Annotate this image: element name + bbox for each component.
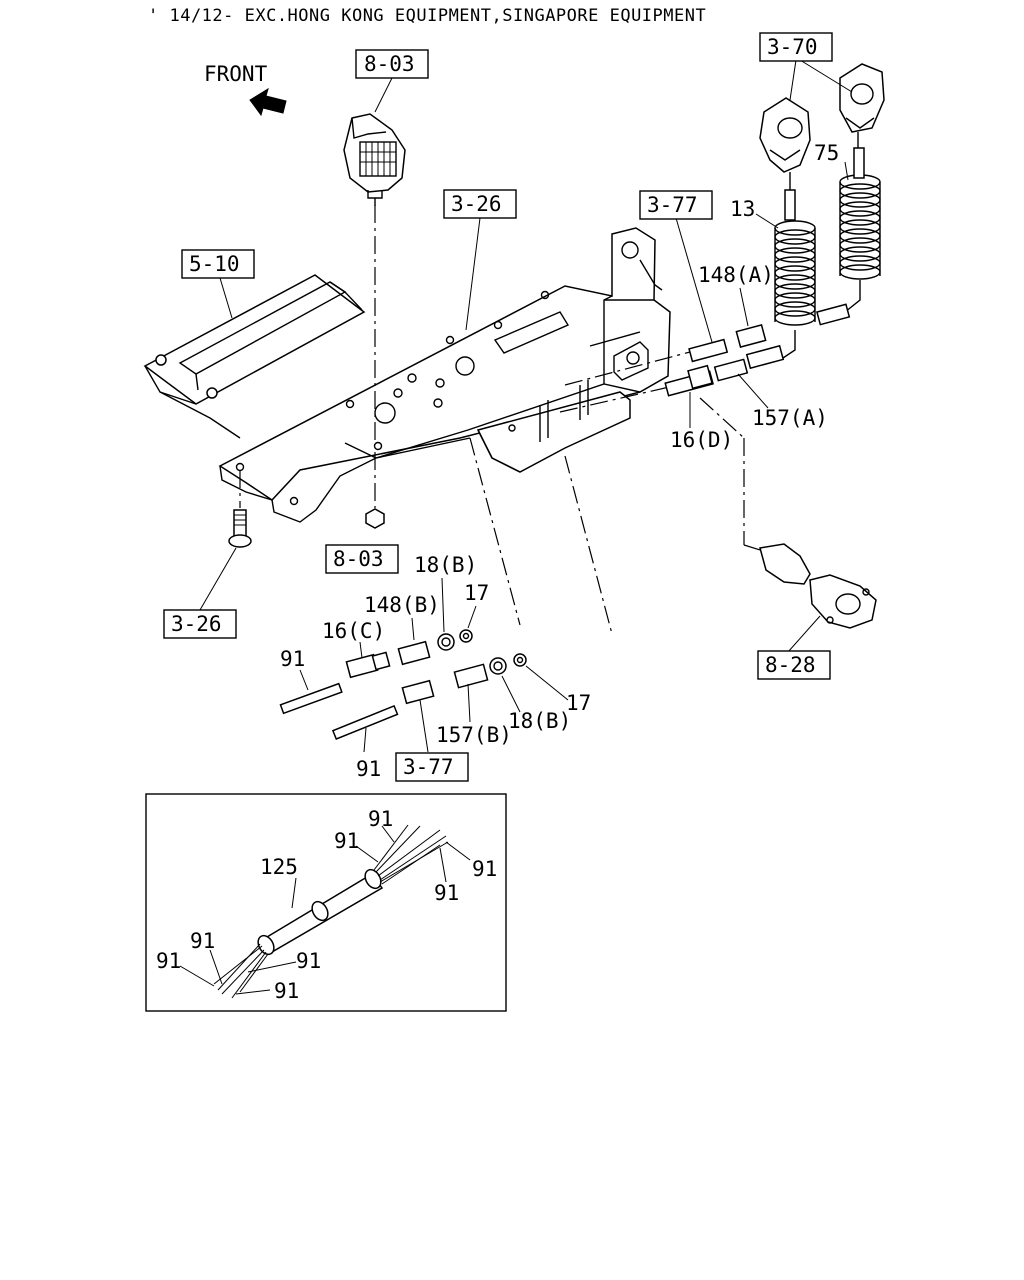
bolt bbox=[228, 509, 252, 548]
svg-text:3-26: 3-26 bbox=[171, 612, 222, 636]
inset-callout-91-right-lower: 91 bbox=[434, 881, 459, 905]
inset-callout-91-upper-left: 91 bbox=[334, 829, 359, 853]
fitting-148a bbox=[688, 323, 767, 363]
inset-callout-91-top: 91 bbox=[368, 807, 393, 831]
ref-box-5-10: 5-10 bbox=[181, 249, 255, 279]
mounting-bracket bbox=[218, 227, 671, 523]
callout-16c: 16(C) bbox=[322, 619, 385, 643]
coiled-hose-13 bbox=[774, 220, 816, 326]
fitting-157a bbox=[713, 358, 749, 382]
ref-box-3-77-bottom: 3-77 bbox=[395, 752, 469, 782]
ref-box-3-77-top: 3-77 bbox=[639, 190, 713, 220]
inset-detail: 91 91 91 91 125 91 91 91 91 bbox=[145, 793, 507, 1012]
svg-text:8-03: 8-03 bbox=[364, 52, 415, 76]
svg-text:5-10: 5-10 bbox=[189, 252, 240, 276]
guide-lines bbox=[239, 205, 771, 635]
callout-18b-top: 18(B) bbox=[414, 553, 477, 577]
ref-box-3-26-top: 3-26 bbox=[443, 189, 517, 219]
svg-text:3-77: 3-77 bbox=[403, 755, 454, 779]
callout-16d: 16(D) bbox=[670, 428, 733, 452]
callout-157a: 157(A) bbox=[752, 406, 828, 430]
front-arrow-icon bbox=[249, 87, 287, 117]
ref-box-8-03-bottom: 8-03 bbox=[325, 544, 399, 574]
electrical-socket bbox=[759, 543, 877, 629]
hose-fittings bbox=[745, 147, 865, 370]
callout-148a: 148(A) bbox=[698, 263, 774, 287]
callout-18b-bottom: 18(B) bbox=[508, 709, 571, 733]
callout-13: 13 bbox=[730, 197, 755, 221]
inset-callout-91-lower-left-a: 91 bbox=[190, 929, 215, 953]
callout-17-top: 17 bbox=[464, 581, 489, 605]
callout-91-left: 91 bbox=[280, 647, 305, 671]
front-label: FRONT bbox=[204, 62, 268, 86]
gladhand-couplings bbox=[759, 63, 885, 190]
callout-91-bottom: 91 bbox=[356, 757, 381, 781]
callout-157b: 157(B) bbox=[436, 723, 512, 747]
svg-text:3-70: 3-70 bbox=[767, 35, 818, 59]
work-lamp bbox=[343, 113, 406, 206]
inset-callout-91-lower-bottom: 91 bbox=[274, 979, 299, 1003]
fitting-16d bbox=[664, 364, 714, 397]
coiled-hose-75 bbox=[839, 174, 881, 280]
ref-box-8-03-top: 8-03 bbox=[355, 49, 429, 79]
cover-plate bbox=[143, 274, 366, 439]
svg-text:8-28: 8-28 bbox=[765, 653, 816, 677]
callout-17-bottom: 17 bbox=[566, 691, 591, 715]
lower-support-bracket bbox=[476, 380, 631, 473]
ref-box-3-70: 3-70 bbox=[759, 32, 833, 62]
inset-callout-91-lower-left-b: 91 bbox=[156, 949, 181, 973]
ref-box-8-28: 8-28 bbox=[757, 650, 831, 680]
svg-text:3-77: 3-77 bbox=[647, 193, 698, 217]
svg-text:8-03: 8-03 bbox=[333, 547, 384, 571]
nut bbox=[365, 508, 385, 529]
inset-callout-91-right: 91 bbox=[472, 857, 497, 881]
callout-75: 75 bbox=[814, 141, 839, 165]
callout-148b: 148(B) bbox=[364, 593, 440, 617]
ref-box-3-26-bottom: 3-26 bbox=[163, 609, 237, 639]
inset-callout-91-lower-mid: 91 bbox=[296, 949, 321, 973]
diagram-header: ' 14/12- EXC.HONG KONG EQUIPMENT,SINGAPO… bbox=[148, 6, 706, 26]
inset-callout-125: 125 bbox=[260, 855, 298, 879]
svg-text:3-26: 3-26 bbox=[451, 192, 502, 216]
small-parts-group bbox=[279, 629, 527, 740]
leader-lines bbox=[199, 59, 853, 753]
